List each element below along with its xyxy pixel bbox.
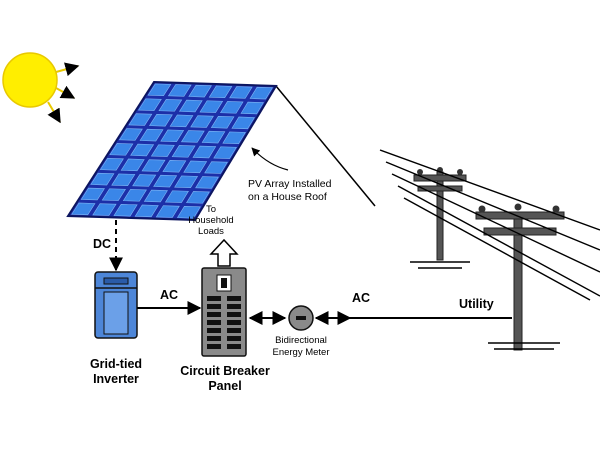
pv-cell — [141, 159, 166, 172]
pv-cell — [137, 98, 162, 111]
pv-cell — [208, 85, 233, 98]
pv-cell — [195, 176, 219, 189]
pv-cell — [134, 204, 159, 218]
pv-cell — [153, 174, 178, 188]
pv-cell — [183, 160, 208, 174]
pv-cell — [167, 84, 192, 97]
circuit-breaker-panel — [201, 267, 247, 357]
panel-label-line1: Circuit Breaker — [180, 364, 270, 378]
pv-cells — [71, 83, 274, 219]
pv-cell — [71, 202, 96, 216]
pv-cell — [213, 146, 237, 159]
roof-line — [275, 85, 376, 207]
utility-label: Utility — [459, 297, 494, 311]
pv-pointer-arrow — [251, 147, 289, 171]
to-loads-label-line2: Household — [188, 215, 233, 226]
meter-label-line2: Energy Meter — [272, 347, 329, 358]
pv-cell — [204, 161, 228, 174]
pv-cell — [155, 205, 180, 218]
pv-cell — [178, 99, 203, 113]
breaker-slot — [227, 320, 241, 325]
pv-cell — [158, 99, 183, 112]
pv-cell — [169, 114, 194, 128]
pv-cell — [92, 203, 117, 216]
inverter-label-line2: Inverter — [93, 372, 139, 386]
pv-cell — [111, 173, 136, 186]
pv-cell — [201, 130, 226, 144]
meter-label-line1: Bidirectional — [275, 335, 327, 346]
to-loads-label-line3: Loads — [198, 226, 224, 237]
power-lines — [379, 149, 600, 301]
pv-cell — [101, 188, 126, 201]
ac-label-left: AC — [160, 288, 178, 302]
pv-cell — [199, 100, 224, 113]
grid-tied-inverter — [94, 271, 138, 339]
breaker-slot — [227, 296, 241, 301]
pv-cell — [120, 158, 145, 172]
pv-cell — [132, 174, 157, 187]
pv-cell — [192, 145, 217, 159]
panel-label-line2: Panel — [208, 379, 241, 393]
pv-cell — [240, 101, 264, 115]
pv-cell — [90, 172, 115, 186]
pv-cell — [143, 189, 168, 203]
pv-cell — [122, 189, 147, 202]
pv-cell — [113, 204, 138, 217]
breaker-slot — [227, 336, 241, 341]
pv-cell — [118, 128, 143, 141]
to-loads-label-line1: To — [206, 204, 216, 215]
utility-pole-front — [475, 203, 565, 351]
inverter-label-line1: Grid-tied — [90, 357, 142, 371]
breaker-slot — [207, 344, 221, 349]
pv-cell — [80, 187, 105, 201]
breaker-slot — [227, 312, 241, 317]
pv-array-label-line2: on a House Roof — [248, 191, 327, 203]
breaker-slot — [207, 312, 221, 317]
breaker-slot — [207, 320, 221, 325]
pv-cell — [174, 175, 199, 188]
ac-label-right: AC — [352, 291, 370, 305]
breaker-slots — [207, 296, 241, 349]
breaker-slot — [207, 304, 221, 309]
breaker-slot — [207, 328, 221, 333]
breaker-slot — [227, 328, 241, 333]
pv-cell — [147, 83, 172, 96]
pv-cell — [149, 114, 173, 127]
pv-array-label-line1: PV Array Installed — [248, 178, 332, 190]
breaker-slot — [227, 344, 241, 349]
pv-cell — [171, 145, 196, 158]
pv-cell — [109, 143, 134, 156]
pv-cell — [128, 113, 153, 126]
pv-cell — [164, 190, 189, 203]
pv-cell — [160, 129, 185, 142]
breaker-slot — [207, 336, 221, 341]
pv-cell — [186, 191, 210, 204]
pv-cell — [188, 84, 212, 98]
pv-cell — [190, 115, 214, 128]
pv-array — [66, 80, 278, 222]
pv-cell — [229, 86, 253, 99]
pv-cell — [130, 143, 155, 157]
breaker-slot — [227, 304, 241, 309]
pv-cell — [180, 130, 205, 143]
pv-cell — [139, 128, 164, 142]
pv-cell — [231, 116, 255, 130]
pv-cell — [176, 206, 201, 219]
pv-cell — [219, 101, 244, 114]
bidirectional-energy-meter — [288, 305, 314, 331]
pv-cell — [210, 116, 235, 129]
sun-icon — [2, 52, 80, 124]
pv-cell — [249, 86, 274, 100]
pv-cell — [150, 144, 175, 157]
breaker-slot — [207, 296, 221, 301]
pv-cell — [99, 158, 124, 171]
pv-cell — [162, 160, 187, 173]
pv-cell — [222, 131, 246, 144]
dc-label: DC — [93, 237, 111, 251]
household-loads-arrow — [209, 238, 239, 267]
